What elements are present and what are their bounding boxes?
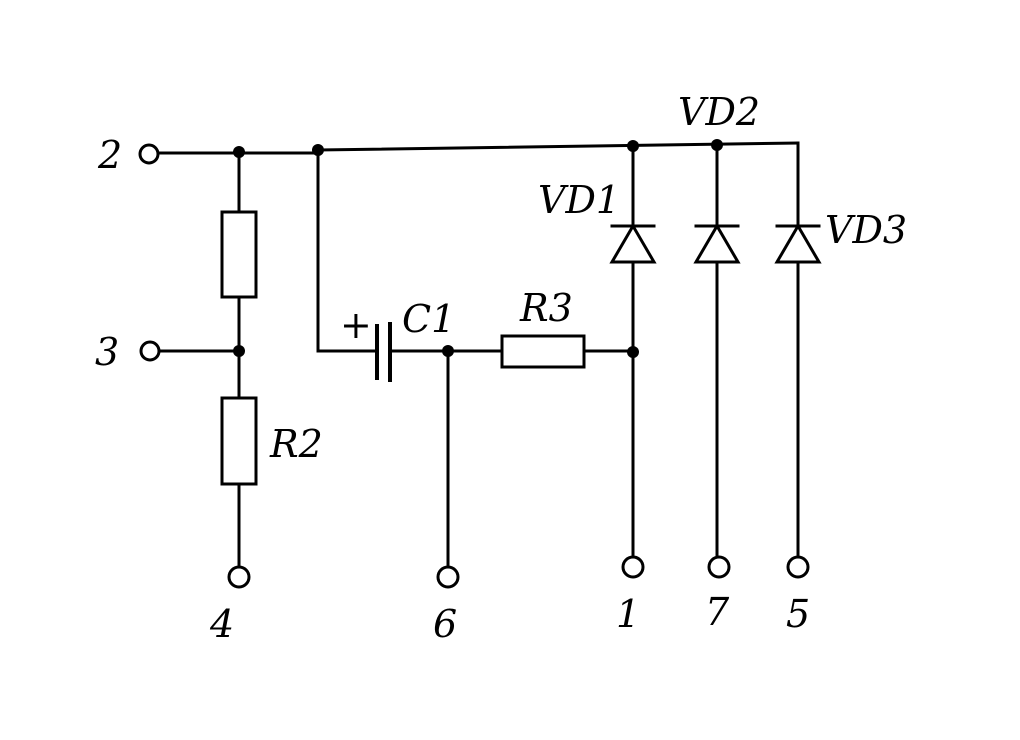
label-terminal-2: 2 — [97, 133, 122, 177]
label-vd1: VD1 — [538, 178, 620, 222]
terminal-4 — [227, 565, 251, 589]
junction-vd2-top — [711, 139, 723, 151]
terminal-1 — [621, 555, 645, 579]
label-vd3: VD3 — [825, 208, 907, 252]
junction-divider-mid — [233, 345, 245, 357]
label-terminal-3: 3 — [95, 330, 119, 374]
label-c1-polarity: + — [340, 303, 372, 347]
label-vd2: VD2 — [678, 90, 760, 134]
label-r2: R2 — [269, 422, 323, 466]
label-terminal-5: 5 — [786, 592, 810, 636]
diode-vd2 — [693, 223, 741, 264]
vd3-triangle — [774, 223, 822, 264]
label-terminal-4: 4 — [209, 602, 234, 646]
terminal-7 — [707, 555, 731, 579]
diode-vd3 — [774, 223, 822, 264]
junction-r3-vd1 — [627, 346, 639, 358]
junction-vd1-top — [627, 140, 639, 152]
label-c1: C1 — [402, 297, 455, 341]
terminal-2 — [138, 143, 160, 165]
terminals — [138, 143, 810, 589]
terminal-5 — [786, 555, 810, 579]
label-terminal-6: 6 — [433, 602, 457, 646]
terminal-3 — [139, 340, 161, 362]
vd2-triangle — [693, 223, 741, 264]
terminal-6 — [436, 565, 460, 589]
junction-c1-branch — [312, 144, 324, 156]
resistor-r1 — [220, 210, 258, 299]
junction-divider-top — [233, 146, 245, 158]
resistor-r2 — [220, 396, 258, 486]
top-bus-right — [316, 141, 800, 152]
wires — [156, 141, 800, 568]
vd1-triangle — [609, 223, 657, 264]
label-terminal-1: 1 — [616, 592, 640, 636]
diode-vd1 — [609, 223, 657, 264]
labels: 2 3 4 6 1 7 5 VD1 VD2 VD3 C1 + R3 R2 — [95, 90, 907, 646]
junction-c1-r3 — [442, 345, 454, 357]
label-terminal-7: 7 — [705, 590, 730, 634]
label-r3: R3 — [519, 286, 573, 330]
resistor-r3 — [500, 334, 586, 369]
capacitor-c1 — [375, 322, 392, 382]
junctions — [233, 139, 723, 358]
